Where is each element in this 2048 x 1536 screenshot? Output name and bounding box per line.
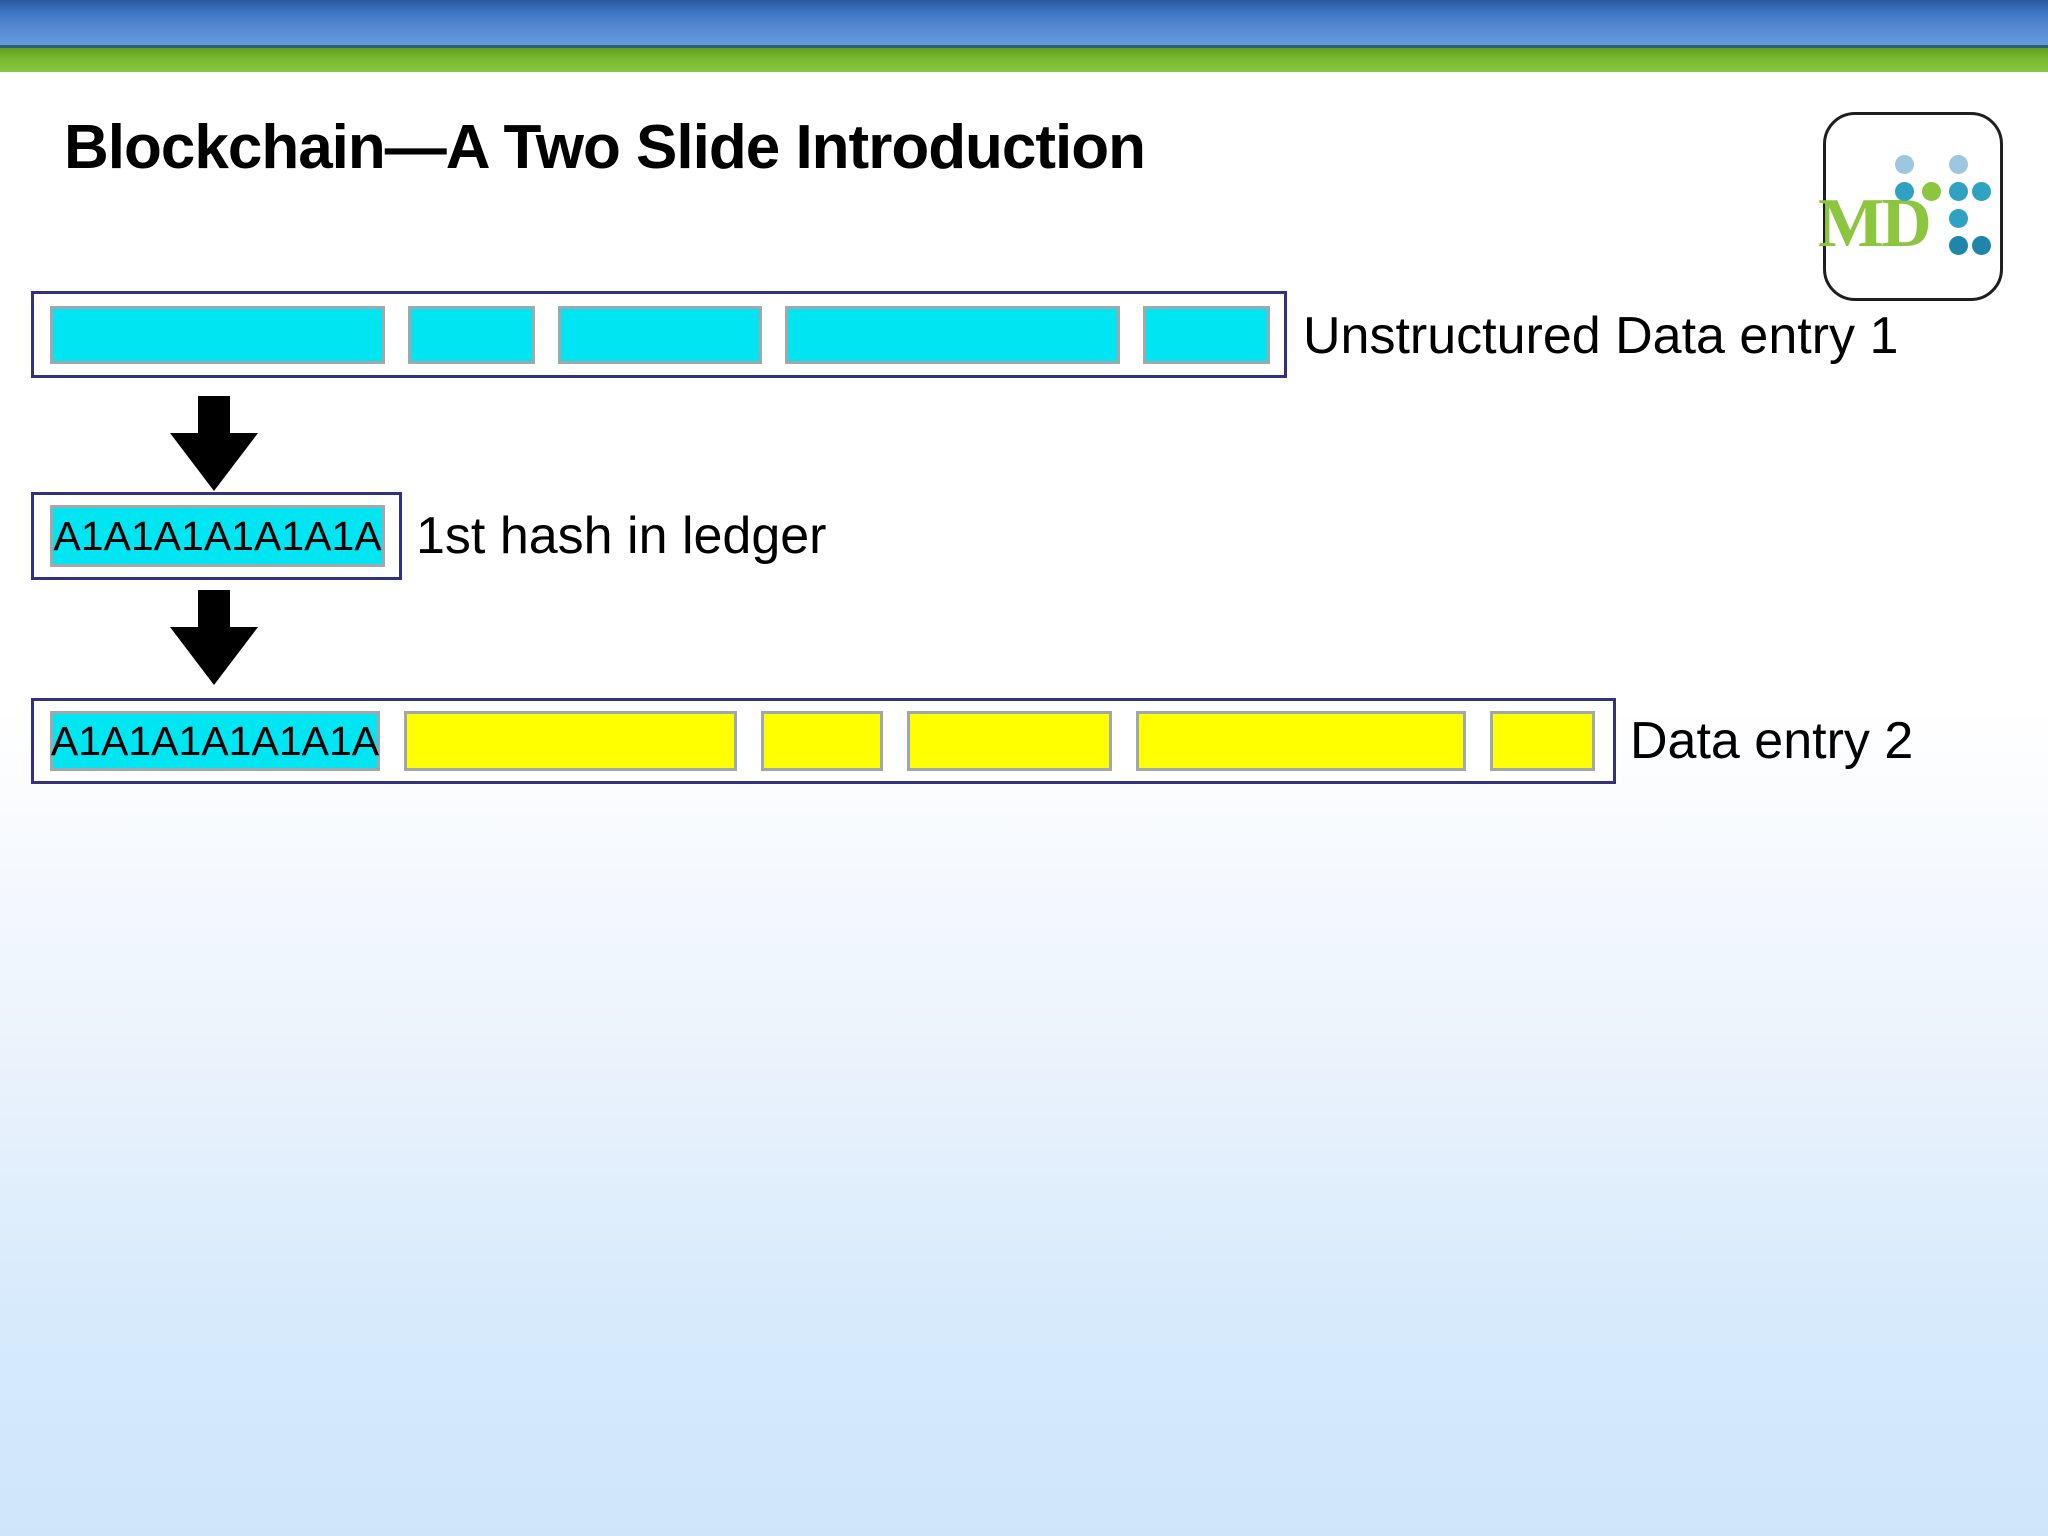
md-logo-text: MD	[1818, 185, 1932, 262]
top-blue-bar	[0, 0, 2048, 45]
entry1-box	[31, 291, 1287, 378]
data-segment	[558, 305, 762, 364]
logo-dot	[1922, 182, 1941, 201]
data-segment	[761, 711, 883, 771]
entry2-label: Data entry 2	[1630, 712, 1914, 770]
data-segment	[408, 305, 535, 364]
data-segment	[1143, 305, 1270, 364]
slide-title: Blockchain—A Two Slide Introduction	[64, 113, 1146, 182]
down-arrow-icon	[170, 590, 258, 685]
hash1-box: A1A1A1A1A1A1A	[31, 492, 402, 580]
logo-dot	[1949, 236, 1968, 255]
data-segment	[404, 711, 737, 771]
data-segment	[1490, 711, 1595, 771]
logo-dot	[1895, 155, 1914, 174]
hash1-value: A1A1A1A1A1A1A	[50, 505, 385, 567]
logo-dot	[1949, 155, 1968, 174]
logo-dot	[1949, 209, 1968, 228]
top-green-bar	[0, 45, 2048, 72]
hash1-label: 1st hash in ledger	[416, 507, 827, 565]
data-segment	[907, 711, 1112, 771]
entry2-box: A1A1A1A1A1A1A	[31, 698, 1616, 784]
data-segment	[50, 305, 385, 364]
logo-dot	[1949, 182, 1968, 201]
down-arrow-icon	[170, 396, 258, 491]
md-logo: MD	[1818, 112, 2003, 301]
entry2-hash-value: A1A1A1A1A1A1A	[50, 711, 380, 771]
logo-dot	[1895, 182, 1914, 201]
data-segment	[785, 305, 1120, 364]
logo-dot	[1972, 182, 1991, 201]
entry1-label: Unstructured Data entry 1	[1303, 307, 1899, 365]
logo-dot	[1972, 236, 1991, 255]
data-segment	[1136, 711, 1466, 771]
